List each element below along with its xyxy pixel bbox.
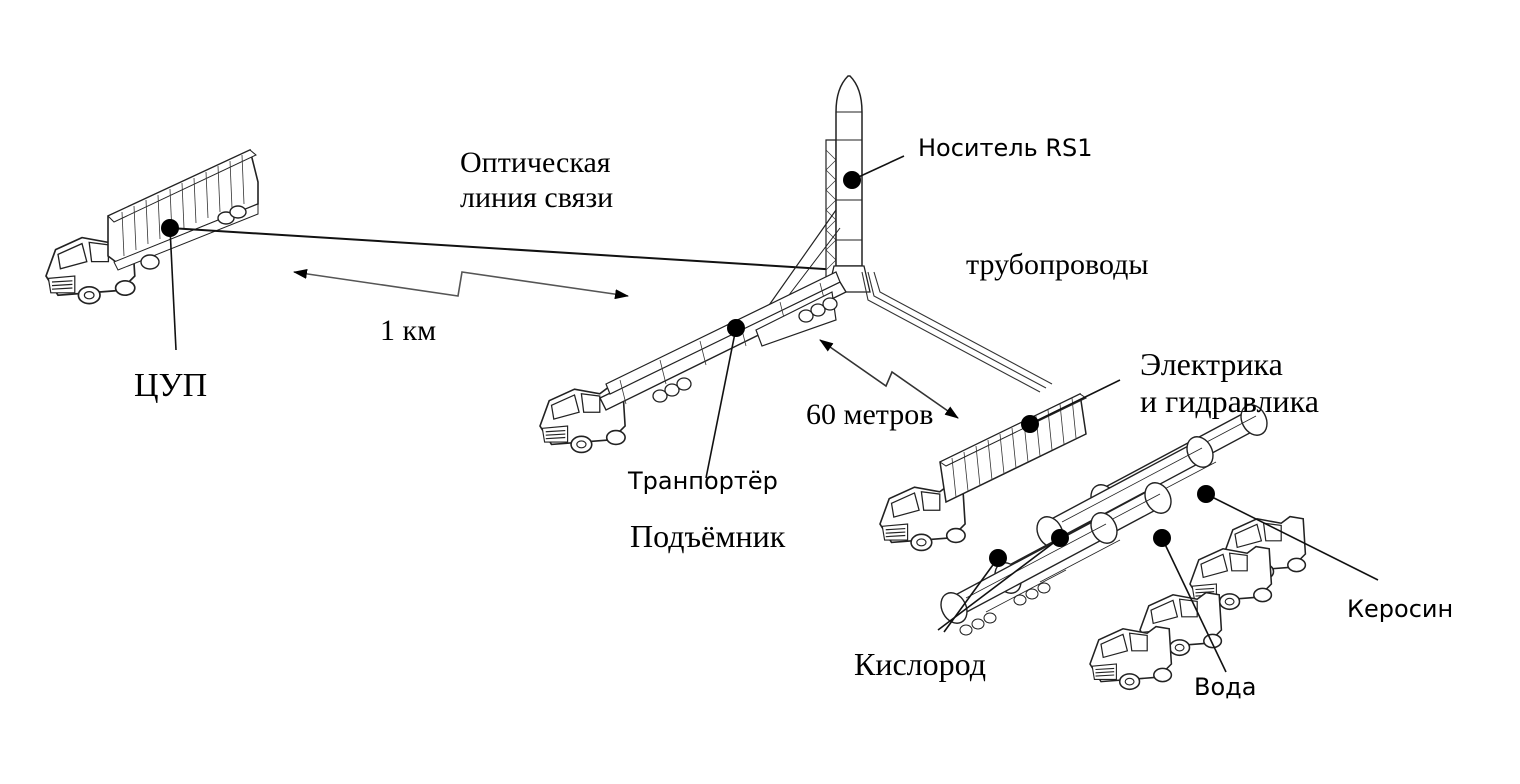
distance-60m-arrow bbox=[819, 339, 959, 419]
kerosene-label: Керосин bbox=[1347, 595, 1454, 623]
distance-1km-arrow bbox=[293, 268, 629, 300]
tanker-water bbox=[1031, 431, 1273, 611]
transporter-label: Транпортёр bbox=[628, 467, 778, 495]
lifter-label: Подъёмник bbox=[630, 518, 786, 554]
carrier-label: Носитель RS1 bbox=[918, 134, 1093, 162]
optical-line-label-2: линия связи bbox=[460, 180, 614, 214]
electrics-label-1: Электрика bbox=[1140, 346, 1283, 382]
oxygen-label: Кислород bbox=[854, 646, 986, 682]
distance-60m-label: 60 метров bbox=[806, 398, 934, 431]
mission-control-label: ЦУП bbox=[134, 367, 208, 404]
callout-lines bbox=[169, 155, 1379, 673]
optical-line-label: Оптическая линия связи bbox=[460, 146, 613, 215]
optical-line bbox=[169, 227, 841, 271]
optical-line-label-1: Оптическая bbox=[460, 146, 611, 179]
pipelines-label: трубопроводы bbox=[966, 248, 1149, 281]
electrics-hydraulics-truck bbox=[879, 392, 1088, 552]
mission-control-truck bbox=[45, 148, 259, 305]
callout-dots bbox=[161, 171, 1215, 567]
electrics-label-2: и гидравлика bbox=[1140, 382, 1319, 419]
water-label: Вода bbox=[1194, 673, 1257, 701]
pipelines bbox=[861, 271, 1053, 393]
electrics-label: Электрика и гидравлика bbox=[1140, 346, 1319, 420]
transporter-lifter bbox=[539, 271, 847, 454]
distance-1km-label: 1 км bbox=[380, 314, 437, 347]
